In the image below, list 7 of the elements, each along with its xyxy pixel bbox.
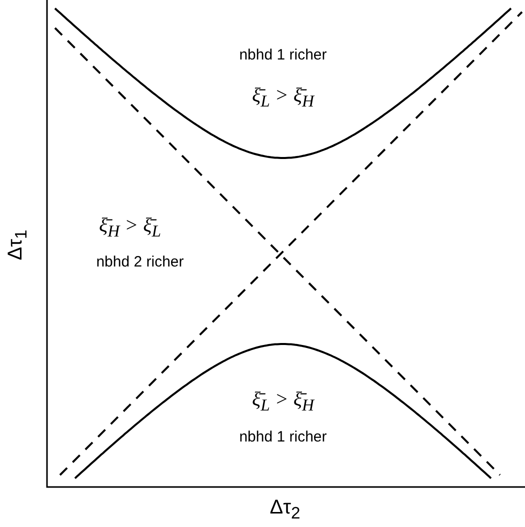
axis-label: Δτ$_{2}$ [270,496,300,524]
inequality-label: ξ̄$_{L}$ > ξ̄$_{H}$ [252,84,314,112]
region-label: nbhd 2 richer [96,254,184,270]
inequality-label: ξ̄$_{L}$ > ξ̄$_{H}$ [252,388,314,416]
region-label: nbhd 1 richer [239,428,327,446]
inequality-label: ξ̄$_{H}$ > ξ̄$_{L}$ [99,214,161,242]
region-label: nbhd 1 richer [239,46,327,64]
